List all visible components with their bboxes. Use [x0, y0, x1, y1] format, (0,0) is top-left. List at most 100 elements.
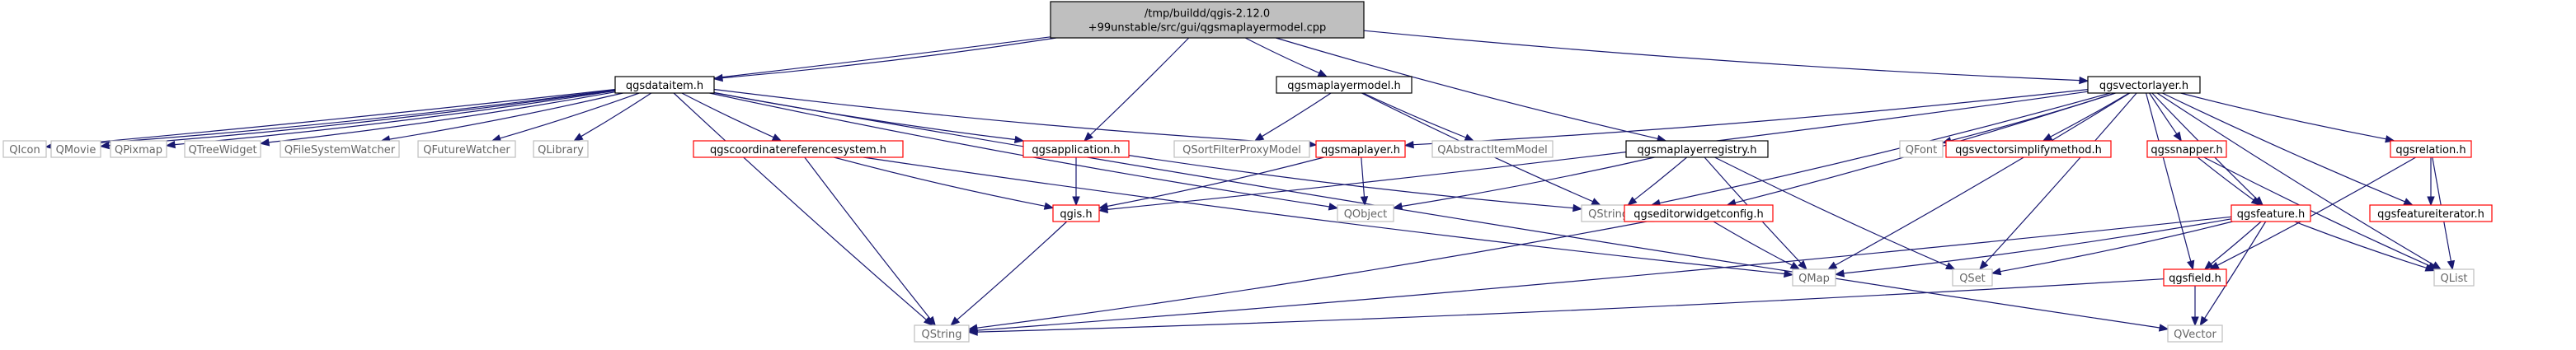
node-label: qgsfeatureiterator.h — [2377, 208, 2484, 221]
edge-arrowhead — [99, 141, 110, 150]
edge-line — [804, 156, 931, 320]
edge-arrowhead — [1991, 267, 2002, 276]
edge-qgsdataitem-to-qfilesystemwatcher — [380, 92, 623, 143]
node-qabstractitemmodel: QAbstractItemModel — [1431, 140, 1554, 158]
nodes-layer: /tmp/buildd/qgis-2.12.0+99unstable/src/g… — [2, 1, 2493, 343]
node-label: qgsapplication.h — [1032, 144, 1120, 156]
edge-root-to-qgsvectorlayer — [1363, 30, 2089, 85]
node-label: QSet — [1959, 273, 1986, 285]
node-label: QFileSystemWatcher — [284, 144, 396, 156]
edge-arrowhead — [1591, 198, 1601, 206]
edge-line — [1362, 92, 1466, 138]
edge-qgsmaplayermodel-to-qsortfilterproxymodel — [1253, 92, 1332, 142]
node-qgsvectorlayer[interactable]: qgsvectorlayer.h — [2087, 76, 2201, 94]
node-box — [2390, 140, 2472, 158]
node-box — [1792, 268, 1836, 287]
node-label: QSortFilterProxyModel — [1182, 144, 1301, 156]
edge-line — [2162, 92, 2405, 203]
edge-line — [957, 221, 1068, 320]
edge-qgscrs-to-qgis — [834, 156, 1055, 210]
edge-arrowhead — [1360, 196, 1369, 207]
edge-arrowhead — [573, 133, 584, 142]
node-qmap: QMap — [1792, 268, 1836, 287]
edge-qgsdataitem-to-qlibrary — [573, 92, 652, 142]
edge-qgsdataitem-to-qvector — [713, 92, 2169, 332]
edge-arrowhead — [2203, 260, 2214, 270]
node-qgsmaplayerregistry[interactable]: qgsmaplayerregistry.h — [1625, 140, 1769, 158]
edge-line — [1107, 91, 2089, 210]
edge-line — [722, 37, 1056, 79]
node-label: QPixmap — [115, 144, 162, 156]
node-root[interactable]: /tmp/buildd/qgis-2.12.0+99unstable/src/g… — [1050, 1, 1365, 39]
node-box — [2230, 204, 2311, 222]
edge-arrowhead — [1098, 205, 1108, 214]
edge-qgsmaplayer-to-qobject — [1360, 156, 1369, 207]
node-box — [1624, 204, 1774, 222]
edge-qgsfeature-to-qstring — [967, 216, 2232, 334]
edge-qgsfeature-to-qmap — [1834, 218, 2232, 278]
node-box — [1625, 140, 1769, 158]
edge-line — [2197, 156, 2254, 201]
edge-arrowhead — [1979, 260, 1989, 271]
edge-line — [1128, 155, 1574, 209]
node-qgsrelation[interactable]: qgsrelation.h — [2390, 140, 2472, 158]
edge-qgsvectorlayer-to-qgsmaplayer — [1403, 89, 2089, 149]
edge-line — [1089, 37, 1190, 136]
edge-line — [1985, 92, 2137, 264]
edge-line — [2156, 92, 2434, 266]
edge-qgsdataitem-to-qtreewidget — [259, 91, 616, 147]
node-box — [1052, 204, 1100, 222]
node-box — [1952, 268, 1993, 287]
edge-arrowhead — [2447, 259, 2456, 271]
node-qgsapplication[interactable]: qgsapplication.h — [1022, 140, 1130, 158]
edge-line — [834, 156, 1046, 207]
node-qgis[interactable]: qgis.h — [1052, 204, 1100, 222]
node-label: qgsrelation.h — [2395, 144, 2466, 156]
node-qgsfield[interactable]: qgsfield.h — [2163, 268, 2227, 287]
node-qgseditorwidgetconfig[interactable]: qgseditorwidgetconfig.h — [1624, 204, 1774, 222]
node-label: qgsfield.h — [2169, 273, 2221, 285]
node-qgssnapper[interactable]: qgssnapper.h — [2146, 140, 2227, 158]
edge-qgsvectorlayer-to-qgsfield — [2146, 92, 2195, 271]
node-qfilesystemwatcher: QFileSystemWatcher — [280, 140, 400, 158]
edge-qgsfeature-to-qvector — [2199, 221, 2267, 327]
edge-qgsdataitem-to-qpixmap — [165, 90, 616, 149]
node-qgsdataitem[interactable]: qgsdataitem.h — [614, 76, 715, 94]
edge-line — [1244, 37, 1320, 74]
edge-arrowhead — [1826, 261, 1838, 270]
edges-layer — [45, 30, 2456, 336]
node-label: QFont — [1906, 144, 1938, 156]
node-qgscrs[interactable]: qgscoordinatereferencesystem.h — [693, 140, 904, 158]
node-box — [914, 324, 970, 343]
node-qgsfeature[interactable]: qgsfeature.h — [2230, 204, 2311, 222]
edge-line — [1361, 156, 1366, 198]
edge-line — [2050, 92, 2130, 138]
node-qgsfeatureiterator[interactable]: qgsfeatureiterator.h — [2369, 204, 2493, 222]
edge-arrowhead — [2427, 196, 2435, 207]
node-qgsmaplayermodel[interactable]: qgsmaplayermodel.h — [1276, 76, 1413, 94]
edge-root-to-qgsapplication — [1084, 37, 1190, 142]
node-label: qgseditorwidgetconfig.h — [1634, 208, 1764, 221]
edge-line — [673, 92, 927, 320]
edge-arrowhead — [165, 140, 176, 149]
node-label: qgssnapper.h — [2151, 144, 2222, 156]
edge-qgsvectorlayer-to-qmap — [1826, 92, 2131, 270]
edge-line — [1413, 89, 2089, 146]
node-box — [1173, 140, 1310, 158]
node-qfuturewatcher: QFutureWatcher — [417, 140, 516, 158]
node-box — [50, 140, 101, 158]
node-qgsvectorsimplifymethod[interactable]: qgsvectorsimplifymethod.h — [1945, 140, 2112, 158]
node-box — [533, 140, 589, 158]
edge-line — [681, 92, 774, 138]
node-qlist: QList — [2433, 268, 2475, 287]
node-label: QObject — [1344, 208, 1388, 221]
edge-arrowhead — [1945, 262, 1956, 270]
edge-arrowhead — [1013, 135, 1025, 144]
edge-arrowhead — [2187, 259, 2195, 271]
edge-arrowhead — [2042, 133, 2053, 142]
node-qgsmaplayer[interactable]: qgsmaplayer.h — [1315, 140, 1406, 158]
edge-qgsfeature-to-qlist — [2294, 221, 2436, 272]
node-box — [1899, 140, 1944, 158]
edge-qgsfeature-to-qset — [1991, 221, 2233, 276]
edge-line — [1262, 92, 1332, 138]
